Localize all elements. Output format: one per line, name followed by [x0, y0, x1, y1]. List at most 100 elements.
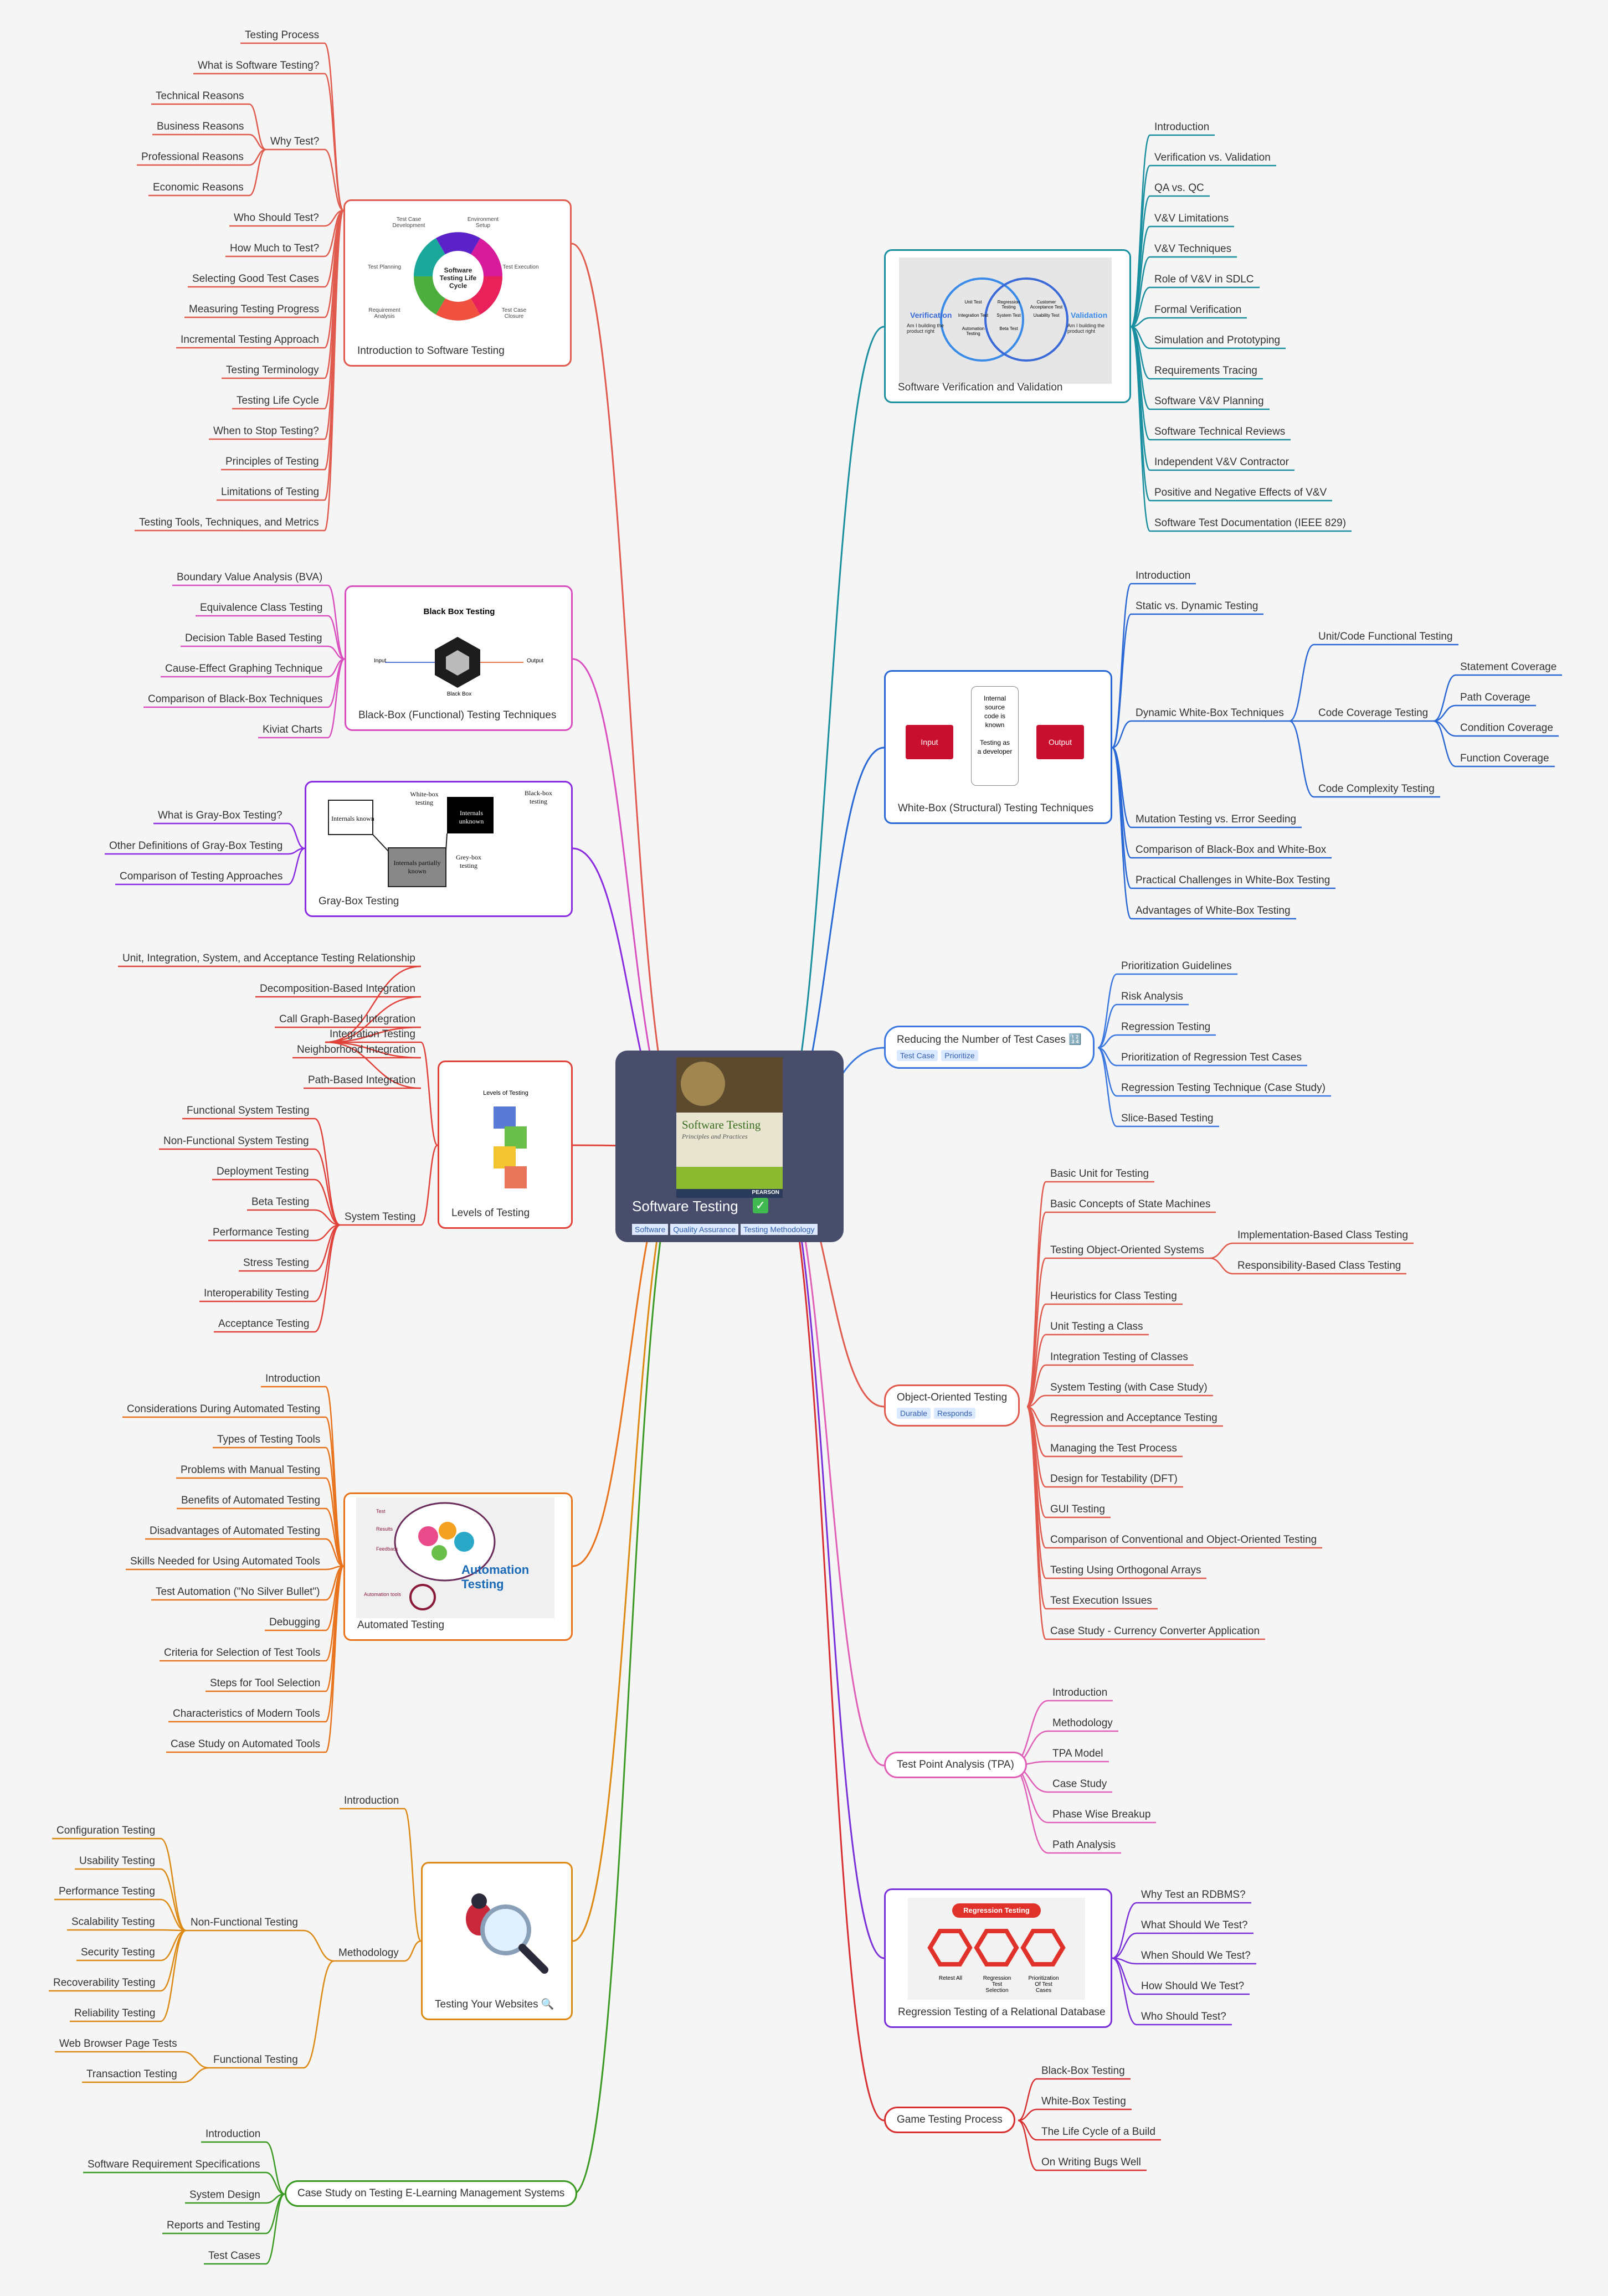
branch-topic[interactable]: Functional Testing: [213, 2054, 298, 2066]
branch-topic[interactable]: When Should We Test?: [1141, 1950, 1251, 1962]
branch-topic[interactable]: Unit, Integration, System, and Acceptanc…: [122, 953, 415, 964]
branch-topic[interactable]: V&V Techniques: [1154, 243, 1232, 255]
branch-topic[interactable]: When to Stop Testing?: [213, 425, 319, 437]
branch-topic[interactable]: Responsibility-Based Class Testing: [1237, 1260, 1401, 1271]
branch-topic[interactable]: Economic Reasons: [153, 182, 244, 193]
branch-topic[interactable]: Test Execution Issues: [1050, 1595, 1152, 1607]
branch-topic[interactable]: Interoperability Testing: [204, 1288, 309, 1299]
branch-topic[interactable]: Risk Analysis: [1121, 991, 1183, 1002]
branch-topic[interactable]: Basic Concepts of State Machines: [1050, 1198, 1211, 1210]
branch-topic[interactable]: Condition Coverage: [1460, 722, 1553, 734]
branch-topic[interactable]: What is Software Testing?: [198, 60, 320, 71]
main-topic-card[interactable]: Testing Your Websites 🔍: [421, 1862, 573, 2020]
branch-topic[interactable]: System Testing (with Case Study): [1050, 1382, 1208, 1393]
branch-topic[interactable]: Testing Life Cycle: [237, 395, 319, 406]
branch-topic[interactable]: Case Study - Currency Converter Applicat…: [1050, 1625, 1260, 1637]
branch-topic[interactable]: Test Cases: [208, 2250, 260, 2262]
branch-topic[interactable]: Non-Functional Testing: [191, 1917, 298, 1928]
branch-topic[interactable]: On Writing Bugs Well: [1041, 2156, 1141, 2168]
branch-topic[interactable]: Heuristics for Class Testing: [1050, 1290, 1177, 1302]
branch-topic[interactable]: Measuring Testing Progress: [189, 303, 320, 315]
branch-topic[interactable]: Performance Testing: [59, 1886, 155, 1897]
branch-topic[interactable]: TPA Model: [1052, 1748, 1103, 1759]
branch-topic[interactable]: Functional System Testing: [187, 1105, 310, 1116]
branch-topic[interactable]: Professional Reasons: [141, 151, 244, 163]
branch-topic[interactable]: Practical Challenges in White-Box Testin…: [1136, 874, 1330, 886]
branch-topic[interactable]: Dynamic White-Box Techniques: [1136, 707, 1284, 719]
branch-topic[interactable]: Implementation-Based Class Testing: [1237, 1229, 1409, 1241]
branch-topic[interactable]: Technical Reasons: [156, 90, 244, 102]
branch-topic[interactable]: Steps for Tool Selection: [210, 1677, 321, 1689]
branch-topic[interactable]: QA vs. QC: [1154, 182, 1204, 194]
branch-topic[interactable]: Decomposition-Based Integration: [260, 983, 415, 995]
tag[interactable]: Responds: [934, 1408, 976, 1419]
branch-topic[interactable]: Benefits of Automated Testing: [181, 1495, 321, 1506]
branch-topic[interactable]: Function Coverage: [1460, 753, 1549, 764]
branch-topic[interactable]: Introduction: [1052, 1687, 1108, 1698]
branch-topic[interactable]: Criteria for Selection of Test Tools: [164, 1647, 321, 1659]
branch-topic[interactable]: Integration Testing: [330, 1028, 415, 1040]
branch-topic[interactable]: Unit/Code Functional Testing: [1318, 631, 1453, 642]
branch-topic[interactable]: How Should We Test?: [1141, 1980, 1245, 1992]
branch-topic[interactable]: White-Box Testing: [1041, 2096, 1126, 2107]
branch-topic[interactable]: GUI Testing: [1050, 1504, 1105, 1515]
main-topic-pill[interactable]: Test Point Analysis (TPA): [884, 1752, 1027, 1778]
tag[interactable]: Test Case: [897, 1050, 938, 1061]
branch-topic[interactable]: Web Browser Page Tests: [59, 2038, 177, 2050]
branch-topic[interactable]: Performance Testing: [213, 1227, 309, 1238]
branch-topic[interactable]: Positive and Negative Effects of V&V: [1154, 487, 1327, 498]
tag[interactable]: Software: [632, 1224, 669, 1235]
branch-topic[interactable]: Testing Object-Oriented Systems: [1050, 1244, 1204, 1256]
branch-topic[interactable]: System Design: [189, 2189, 260, 2201]
branch-topic[interactable]: Reliability Testing: [74, 2007, 156, 2019]
branch-topic[interactable]: Non-Functional System Testing: [163, 1135, 309, 1147]
branch-topic[interactable]: Kiviat Charts: [263, 724, 322, 735]
branch-topic[interactable]: Path Analysis: [1052, 1839, 1116, 1851]
branch-topic[interactable]: Integration Testing of Classes: [1050, 1351, 1188, 1363]
branch-topic[interactable]: Why Test an RDBMS?: [1141, 1889, 1246, 1901]
branch-topic[interactable]: Software Requirement Specifications: [88, 2159, 260, 2170]
branch-topic[interactable]: Prioritization Guidelines: [1121, 960, 1232, 972]
branch-topic[interactable]: What is Gray-Box Testing?: [158, 810, 282, 821]
branch-topic[interactable]: Deployment Testing: [217, 1166, 309, 1177]
branch-topic[interactable]: Recoverability Testing: [53, 1977, 156, 1989]
tag[interactable]: Durable: [897, 1408, 931, 1419]
branch-topic[interactable]: Simulation and Prototyping: [1154, 334, 1281, 346]
branch-topic[interactable]: Configuration Testing: [56, 1825, 156, 1836]
branch-topic[interactable]: Methodology: [1052, 1717, 1113, 1729]
branch-topic[interactable]: Path-Based Integration: [308, 1074, 416, 1086]
branch-topic[interactable]: Case Study: [1052, 1778, 1107, 1790]
branch-topic[interactable]: Verification vs. Validation: [1154, 152, 1271, 163]
branch-topic[interactable]: Problems with Manual Testing: [181, 1464, 321, 1476]
branch-topic[interactable]: Call Graph-Based Integration: [279, 1013, 416, 1025]
tag[interactable]: Testing Methodology: [741, 1224, 818, 1235]
branch-topic[interactable]: Design for Testability (DFT): [1050, 1473, 1178, 1485]
branch-topic[interactable]: Managing the Test Process: [1050, 1443, 1177, 1454]
branch-topic[interactable]: Who Should Test?: [1141, 2011, 1226, 2022]
branch-topic[interactable]: Transaction Testing: [86, 2068, 177, 2080]
branch-topic[interactable]: Case Study on Automated Tools: [171, 1738, 321, 1750]
tag[interactable]: Prioritize: [941, 1050, 978, 1061]
branch-topic[interactable]: Limitations of Testing: [221, 486, 320, 498]
branch-topic[interactable]: Beta Testing: [251, 1196, 310, 1208]
branch-topic[interactable]: System Testing: [345, 1211, 416, 1223]
branch-topic[interactable]: Slice-Based Testing: [1121, 1113, 1214, 1124]
branch-topic[interactable]: Comparison of Black-Box Techniques: [148, 693, 323, 705]
branch-topic[interactable]: Debugging: [269, 1617, 320, 1628]
branch-topic[interactable]: Business Reasons: [157, 121, 244, 132]
main-topic-pill[interactable]: Case Study on Testing E-Learning Managem…: [285, 2180, 578, 2207]
branch-topic[interactable]: Methodology: [338, 1947, 399, 1959]
branch-topic[interactable]: Requirements Tracing: [1154, 365, 1257, 377]
branch-topic[interactable]: Comparison of Conventional and Object-Or…: [1050, 1534, 1317, 1546]
branch-topic[interactable]: Decision Table Based Testing: [185, 632, 322, 644]
branch-topic[interactable]: Test Automation ("No Silver Bullet"): [156, 1586, 320, 1598]
branch-topic[interactable]: Comparison of Black-Box and White-Box: [1136, 844, 1327, 856]
branch-topic[interactable]: Acceptance Testing: [218, 1318, 310, 1330]
branch-topic[interactable]: Types of Testing Tools: [217, 1434, 321, 1445]
branch-topic[interactable]: Usability Testing: [79, 1855, 155, 1867]
